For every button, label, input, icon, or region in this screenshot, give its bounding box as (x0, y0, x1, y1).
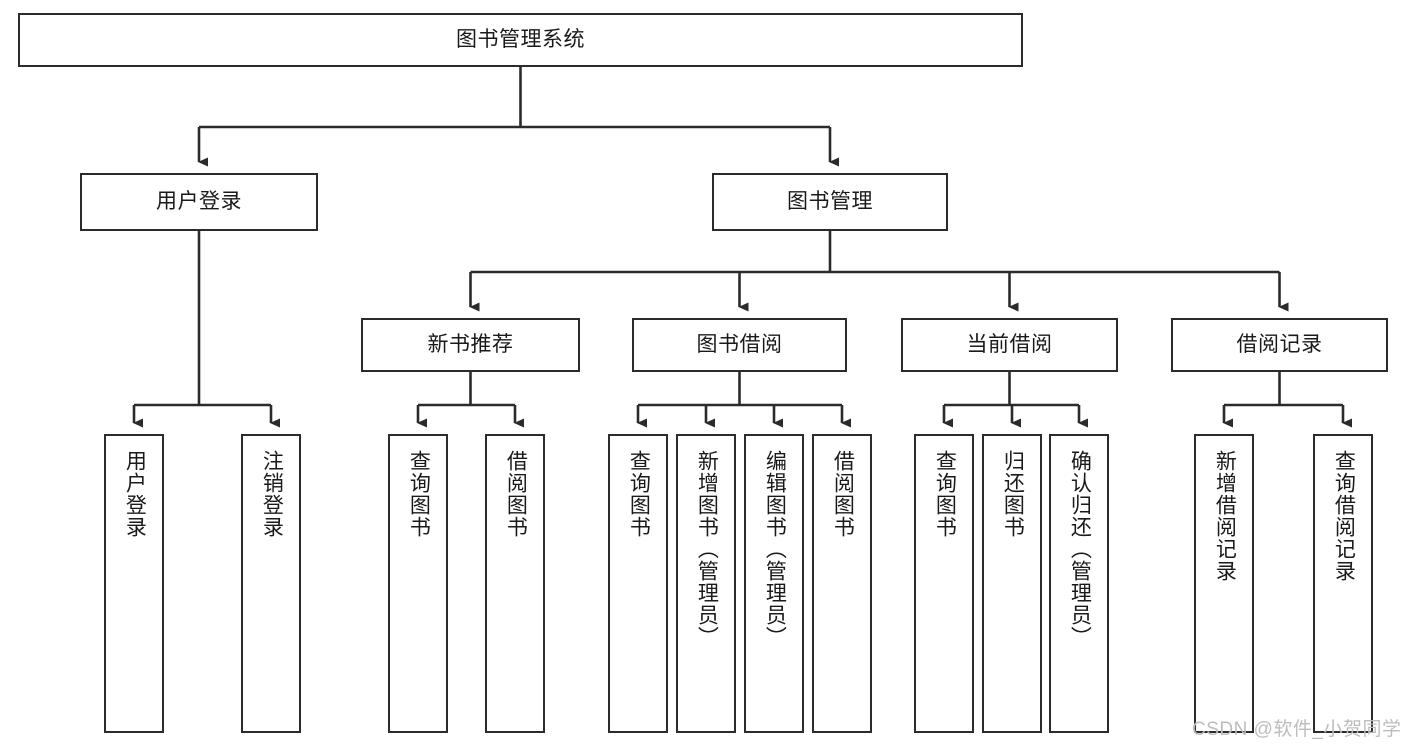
node-label: 借阅图书 (504, 450, 528, 538)
node-label: 借阅记录 (1236, 332, 1323, 356)
node-r1[interactable]: 新增借阅记录 (1194, 434, 1254, 733)
node-label: 新书推荐 (427, 332, 514, 356)
node-b3[interactable]: 编辑图书（管理员） (744, 434, 804, 733)
node-b2[interactable]: 新增图书（管理员） (676, 434, 736, 733)
node-c3[interactable]: 确认归还（管理员） (1049, 434, 1109, 733)
node-r2[interactable]: 查询借阅记录 (1313, 434, 1373, 733)
node-label: 用户登录 (156, 189, 242, 213)
node-login[interactable]: 用户登录 (80, 173, 318, 231)
node-label: 查询图书 (627, 450, 651, 538)
watermark-text: CSDN @软件_小贺同学 (1192, 719, 1402, 740)
node-label: 查询图书 (933, 450, 957, 538)
node-l1[interactable]: 用户登录 (104, 434, 164, 733)
node-l2[interactable]: 注销登录 (241, 434, 301, 733)
node-label: 查询图书 (407, 450, 431, 538)
node-label: 确认归还（管理员） (1068, 450, 1092, 648)
node-label: 当前借阅 (966, 332, 1053, 356)
node-b1[interactable]: 查询图书 (608, 434, 668, 733)
node-label: 归还图书 (1001, 450, 1025, 538)
node-label: 借阅图书 (831, 450, 855, 538)
node-label: 图书管理系统 (456, 27, 585, 51)
node-label: 图书借阅 (696, 332, 783, 356)
node-c2[interactable]: 归还图书 (982, 434, 1042, 733)
node-bookmgmt[interactable]: 图书管理 (712, 173, 948, 231)
node-newbook[interactable]: 新书推荐 (361, 318, 580, 372)
node-label: 编辑图书（管理员） (763, 450, 787, 648)
node-borrow[interactable]: 图书借阅 (632, 318, 847, 372)
node-root[interactable]: 图书管理系统 (18, 13, 1023, 67)
node-b4[interactable]: 借阅图书 (812, 434, 872, 733)
node-records[interactable]: 借阅记录 (1171, 318, 1388, 372)
node-label: 查询借阅记录 (1332, 450, 1356, 582)
node-label: 注销登录 (260, 450, 284, 538)
node-n2[interactable]: 借阅图书 (485, 434, 545, 733)
node-label: 新增图书（管理员） (695, 450, 719, 648)
node-label: 图书管理 (787, 189, 873, 213)
node-label: 新增借阅记录 (1213, 450, 1237, 582)
node-n1[interactable]: 查询图书 (388, 434, 448, 733)
node-c1[interactable]: 查询图书 (914, 434, 974, 733)
node-label: 用户登录 (123, 450, 147, 538)
node-current[interactable]: 当前借阅 (901, 318, 1118, 372)
